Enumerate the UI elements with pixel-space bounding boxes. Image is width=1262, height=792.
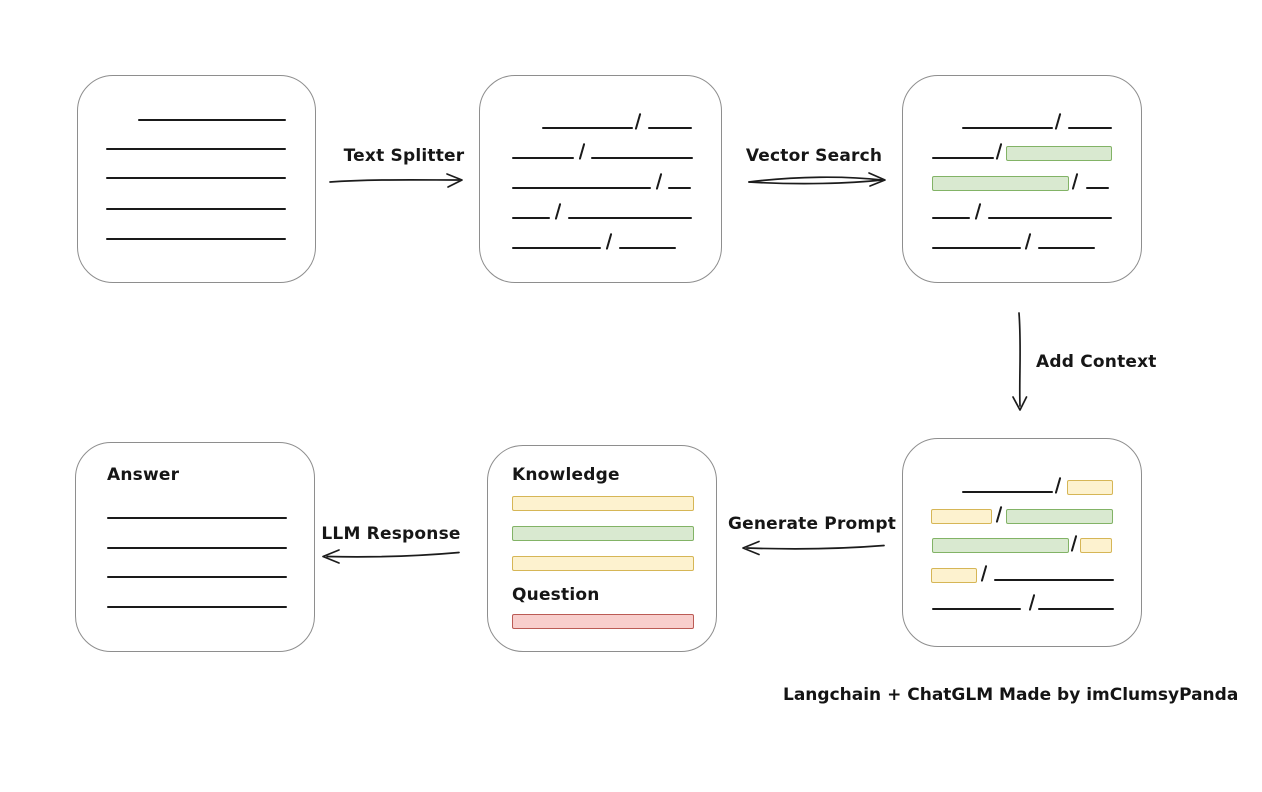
text-line	[512, 247, 601, 249]
chunk-slash	[634, 112, 642, 131]
text-line	[962, 491, 1053, 493]
prompt-bar-green	[512, 526, 694, 541]
highlight-chunk-yellow	[1080, 538, 1112, 553]
text-splitter-label: Text Splitter	[343, 146, 465, 166]
chunk-slash	[578, 142, 586, 161]
text-line	[106, 148, 286, 150]
text-line	[932, 608, 1021, 610]
text-line	[107, 547, 287, 549]
source-document-box	[77, 75, 316, 283]
prompt-bar-yellow	[512, 556, 694, 571]
vector-search-arrow	[748, 172, 886, 187]
text-line	[932, 157, 994, 159]
highlight-chunk-yellow	[931, 568, 977, 583]
highlight-chunk-green	[932, 538, 1069, 553]
chunk-slash	[980, 564, 988, 583]
retrieved-chunks-box	[902, 75, 1142, 283]
prompt-box: Knowledge Question	[487, 445, 717, 652]
text-line	[107, 517, 287, 519]
chunk-slash	[1071, 172, 1079, 191]
text-splitter-arrow	[329, 173, 463, 188]
llm-response-arrow	[322, 549, 460, 564]
text-line	[512, 157, 574, 159]
text-line	[512, 187, 651, 189]
chunk-slash	[1070, 534, 1078, 553]
answer-label: Answer	[107, 465, 180, 485]
text-line	[1086, 187, 1109, 189]
chunk-slash	[974, 202, 982, 221]
text-line	[106, 208, 286, 210]
text-line	[988, 217, 1112, 219]
prompt-bar-red	[512, 614, 694, 629]
question-label: Question	[512, 585, 600, 605]
text-line	[568, 217, 692, 219]
chunk-slash	[1024, 232, 1032, 251]
answer-box: Answer	[75, 442, 315, 652]
text-line	[932, 217, 970, 219]
highlight-chunk-yellow	[931, 509, 992, 524]
chunk-slash	[554, 202, 562, 221]
text-line	[1038, 247, 1095, 249]
context-chunks-box	[902, 438, 1142, 647]
text-line	[1038, 608, 1114, 610]
chunk-slash	[1028, 593, 1036, 612]
chunk-slash	[995, 142, 1003, 161]
chunk-slash	[655, 172, 663, 191]
highlight-chunk-green	[1006, 509, 1113, 524]
add-context-arrow	[1012, 312, 1028, 411]
knowledge-label: Knowledge	[512, 465, 620, 485]
prompt-bar-yellow	[512, 496, 694, 511]
chunk-slash	[995, 505, 1003, 524]
text-line	[512, 217, 550, 219]
highlight-chunk-green	[1006, 146, 1112, 161]
text-line	[542, 127, 633, 129]
text-line	[106, 238, 286, 240]
generate-prompt-arrow	[742, 540, 885, 556]
chunk-slash	[605, 232, 613, 251]
highlight-chunk-green	[932, 176, 1069, 191]
vector-search-label: Vector Search	[745, 146, 883, 166]
text-line	[668, 187, 691, 189]
text-line	[648, 127, 692, 129]
text-line	[619, 247, 676, 249]
text-line	[932, 247, 1021, 249]
text-line	[962, 127, 1053, 129]
llm-response-label: LLM Response	[321, 524, 461, 544]
chunk-slash	[1054, 112, 1062, 131]
chunk-slash	[1054, 476, 1062, 495]
text-line	[107, 576, 287, 578]
add-context-label: Add Context	[1036, 352, 1157, 372]
text-line	[1068, 127, 1112, 129]
text-line	[591, 157, 693, 159]
generate-prompt-label: Generate Prompt	[727, 514, 897, 534]
text-line	[106, 177, 286, 179]
split-chunks-box	[479, 75, 722, 283]
text-line	[107, 606, 287, 608]
text-line	[138, 119, 286, 121]
text-line	[994, 579, 1114, 581]
highlight-chunk-yellow	[1067, 480, 1113, 495]
diagram-caption: Langchain + ChatGLM Made by imClumsyPand…	[783, 685, 1239, 705]
